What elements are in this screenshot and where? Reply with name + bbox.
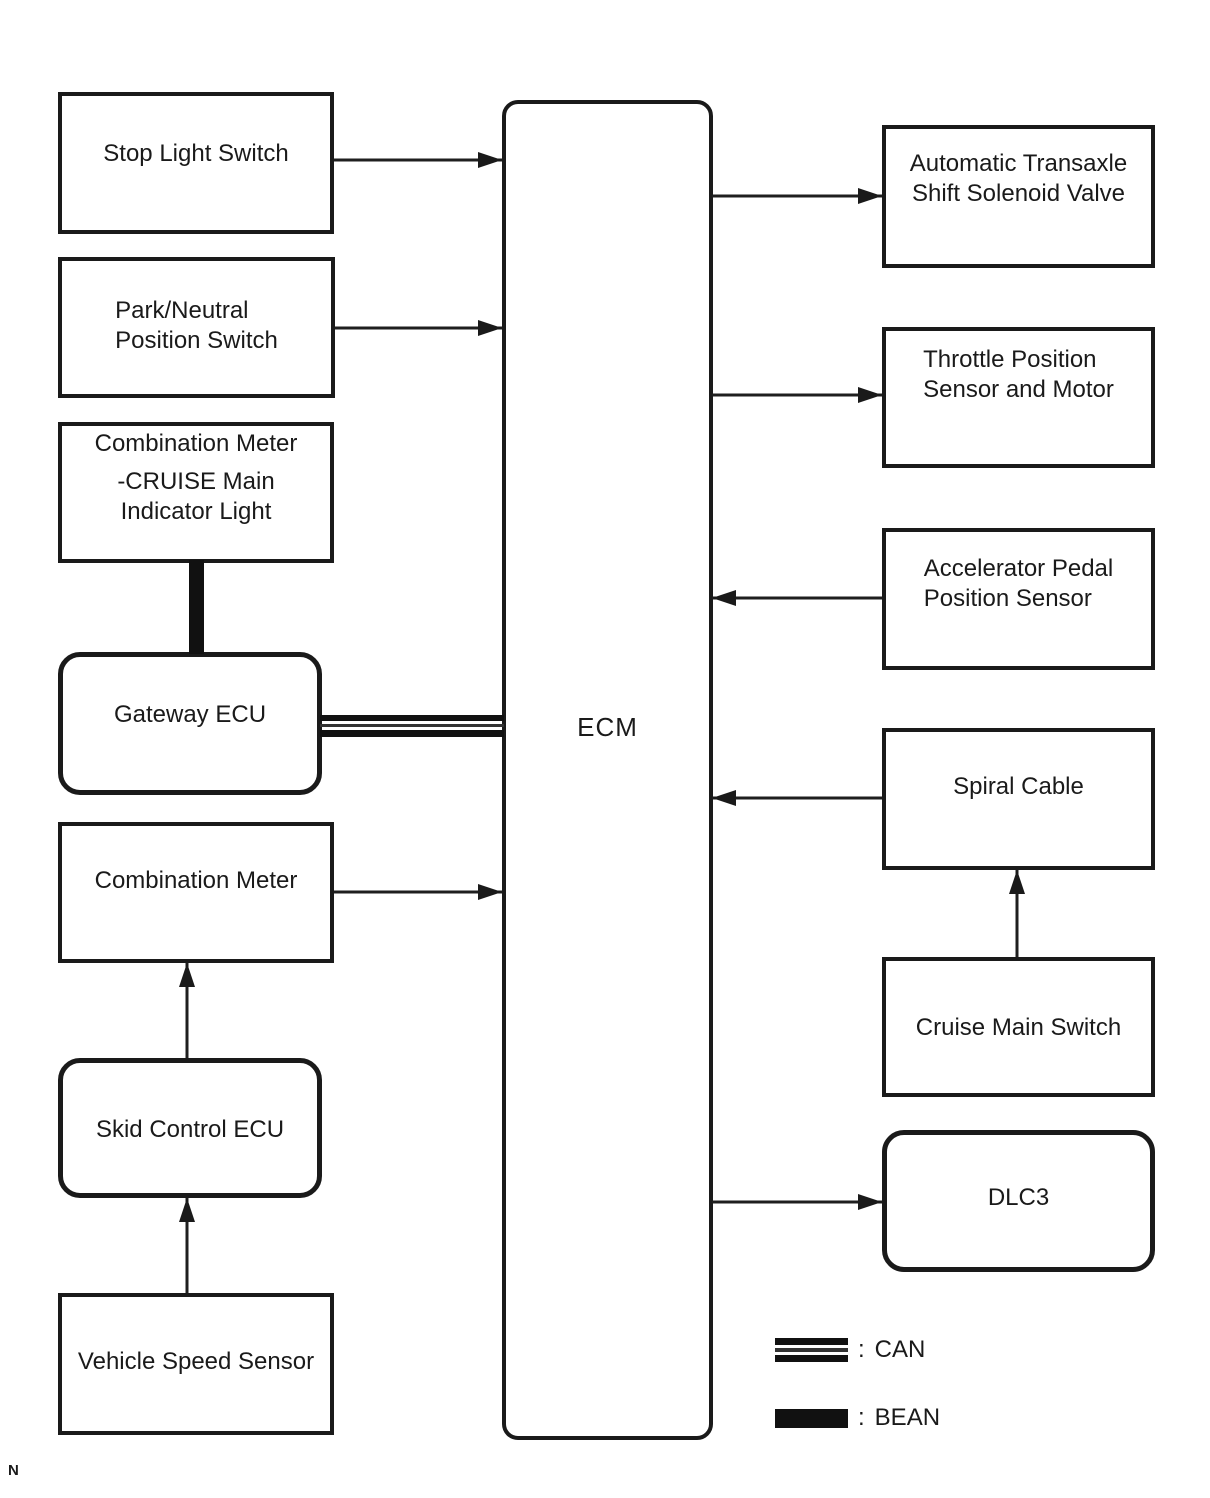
node-throttle-position-sensor-and-motor: Throttle Position Sensor and Motor [882, 327, 1155, 468]
node-label: Skid Control ECU [95, 1116, 285, 1143]
node-gateway-ecu: Gateway ECU [58, 652, 322, 795]
legend-label-bean: BEAN [874, 1404, 941, 1431]
node-park-neutral-position-switch: Park/Neutral Position Switch [58, 257, 335, 398]
node-label: Throttle Position Sensor and Motor [923, 346, 1114, 403]
node-vehicle-speed-sensor: Vehicle Speed Sensor [58, 1293, 334, 1435]
node-accelerator-pedal-position-sensor: Accelerator Pedal Position Sensor [882, 528, 1155, 670]
node-label: Vehicle Speed Sensor [77, 1348, 315, 1375]
edge-bean-cruise-meter-to-gateway [189, 560, 204, 654]
node-cruise-main-switch: Cruise Main Switch [882, 957, 1155, 1097]
edge-can-gateway-to-ecm [320, 715, 504, 737]
node-dlc3: DLC3 [882, 1130, 1155, 1272]
node-label: ECM [577, 712, 638, 742]
node-label: Park/Neutral Position Switch [115, 297, 278, 354]
node-label: Spiral Cable [953, 773, 1084, 800]
node-label: Accelerator Pedal Position Sensor [923, 555, 1114, 612]
node-spiral-cable: Spiral Cable [882, 728, 1155, 870]
legend-item-bean: : BEAN [775, 1404, 940, 1432]
footnote-n: N [8, 1462, 19, 1479]
node-combination-meter: Combination Meter [58, 822, 334, 963]
legend-label-can: CAN [874, 1336, 926, 1363]
bean-line-icon [775, 1408, 848, 1428]
legend-separator: : [858, 1404, 865, 1431]
node-title: Combination Meter [94, 430, 298, 457]
node-label: Stop Light Switch [103, 140, 289, 167]
legend-separator: : [858, 1336, 865, 1363]
node-subtitle: -CRUISE Main Indicator Light [117, 468, 275, 525]
can-line-icon [775, 1338, 848, 1362]
node-label: Gateway ECU [113, 701, 267, 728]
node-ecm: ECM [502, 100, 713, 1440]
node-label: Automatic Transaxle Shift Solenoid Valve [909, 150, 1128, 207]
node-skid-control-ecu: Skid Control ECU [58, 1058, 322, 1198]
node-combination-meter-cruise: Combination Meter -CRUISE Main Indicator… [58, 422, 334, 563]
node-label: DLC3 [987, 1184, 1050, 1211]
node-label: Cruise Main Switch [915, 1014, 1122, 1041]
legend-item-can: : CAN [775, 1336, 925, 1364]
node-automatic-transaxle-shift-solenoid-valve: Automatic Transaxle Shift Solenoid Valve [882, 125, 1155, 268]
node-stop-light-switch: Stop Light Switch [58, 92, 334, 234]
node-label: Combination Meter [94, 867, 298, 894]
